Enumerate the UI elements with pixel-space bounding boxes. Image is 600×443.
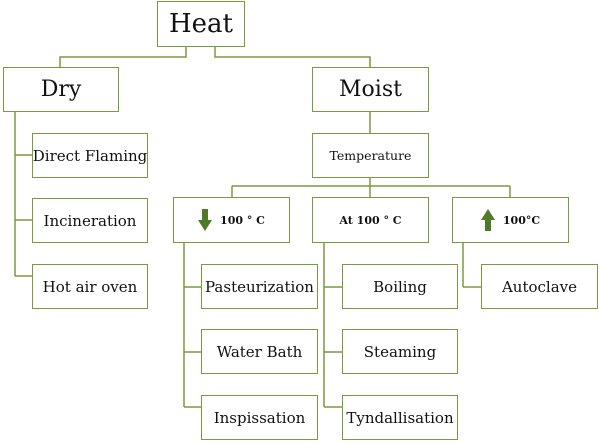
node-temperature: Temperature [312,133,429,178]
node-boiling: Boiling [342,264,458,309]
node-hot-air-oven-label: Hot air oven [42,277,138,296]
node-above-100-label: 100°C [502,213,541,227]
node-water-bath: Water Bath [201,329,318,374]
connector-heat-dry [59,47,187,67]
node-incineration: Incineration [32,198,148,243]
node-direct-flaming-label: Direct Flaming [32,146,148,165]
node-pasteurization-label: Pasteurization [205,277,314,296]
node-pasteurization: Pasteurization [201,264,318,309]
node-water-bath-label: Water Bath [216,342,303,361]
node-tyndallisation-label: Tyndallisation [346,408,454,427]
node-moist: Moist [312,67,429,112]
node-below-100-label: 100 ° C [220,213,265,227]
node-inspissation: Inspissation [201,395,318,440]
node-steaming: Steaming [342,329,458,374]
node-at-100: At 100 ° C [312,197,429,243]
node-at-100-label: At 100 ° C [339,213,402,227]
up-arrow-icon [480,209,495,231]
down-arrow-icon [198,209,213,231]
node-inspissation-label: Inspissation [213,408,306,427]
node-below-100: 100 ° C [173,197,290,243]
node-moist-label: Moist [339,77,402,102]
node-dry: Dry [3,67,119,112]
node-heat-label: Heat [168,9,233,39]
node-heat: Heat [157,1,245,47]
node-incineration-label: Incineration [43,211,137,230]
node-temperature-label: Temperature [329,148,412,163]
node-dry-label: Dry [40,77,82,102]
node-above-100: 100°C [452,197,569,243]
node-autoclave-label: Autoclave [501,277,578,296]
connector-heat-moist [214,47,371,67]
node-direct-flaming: Direct Flaming [32,133,148,178]
node-hot-air-oven: Hot air oven [32,264,148,309]
node-autoclave: Autoclave [481,264,598,309]
node-steaming-label: Steaming [363,342,437,361]
node-boiling-label: Boiling [373,277,427,296]
node-tyndallisation: Tyndallisation [342,395,458,440]
